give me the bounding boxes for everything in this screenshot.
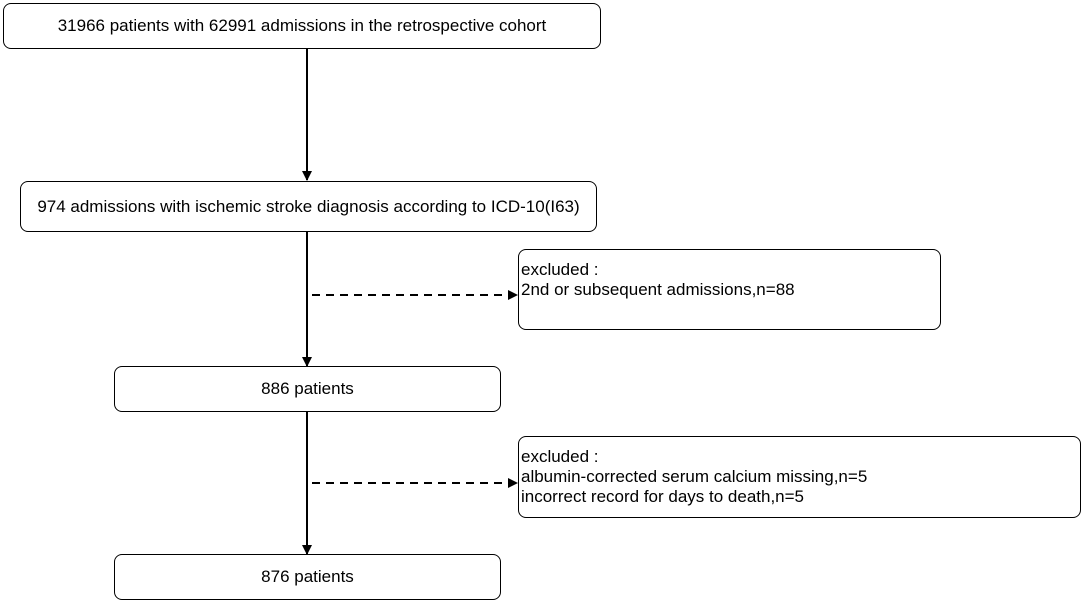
node-stroke-admissions-label: 974 admissions with ischemic stroke diag… — [37, 196, 580, 216]
node-876-patients-label: 876 patients — [261, 567, 354, 586]
node-886-patients-label: 886 patients — [261, 379, 354, 398]
exclusion-2-line-2: incorrect record for days to death,n=5 — [521, 487, 805, 506]
exclusion-box-2: excluded : albumin-corrected serum calci… — [518, 436, 1081, 518]
exclusion-1-line-1: 2nd or subsequent admissions,n=88 — [521, 280, 795, 299]
node-876-patients: 876 patients — [114, 554, 501, 600]
exclusion-2-line-1: albumin-corrected serum calcium missing,… — [521, 467, 868, 486]
exclusion-2-heading: excluded : — [521, 447, 599, 466]
node-cohort-label: 31966 patients with 62991 admissions in … — [57, 16, 547, 35]
node-stroke-admissions: 974 admissions with ischemic stroke diag… — [20, 181, 597, 232]
exclusion-1-heading: excluded : — [521, 260, 599, 279]
node-886-patients: 886 patients — [114, 366, 501, 412]
exclusion-box-1: excluded : 2nd or subsequent admissions,… — [518, 249, 941, 330]
node-cohort: 31966 patients with 62991 admissions in … — [3, 3, 601, 49]
